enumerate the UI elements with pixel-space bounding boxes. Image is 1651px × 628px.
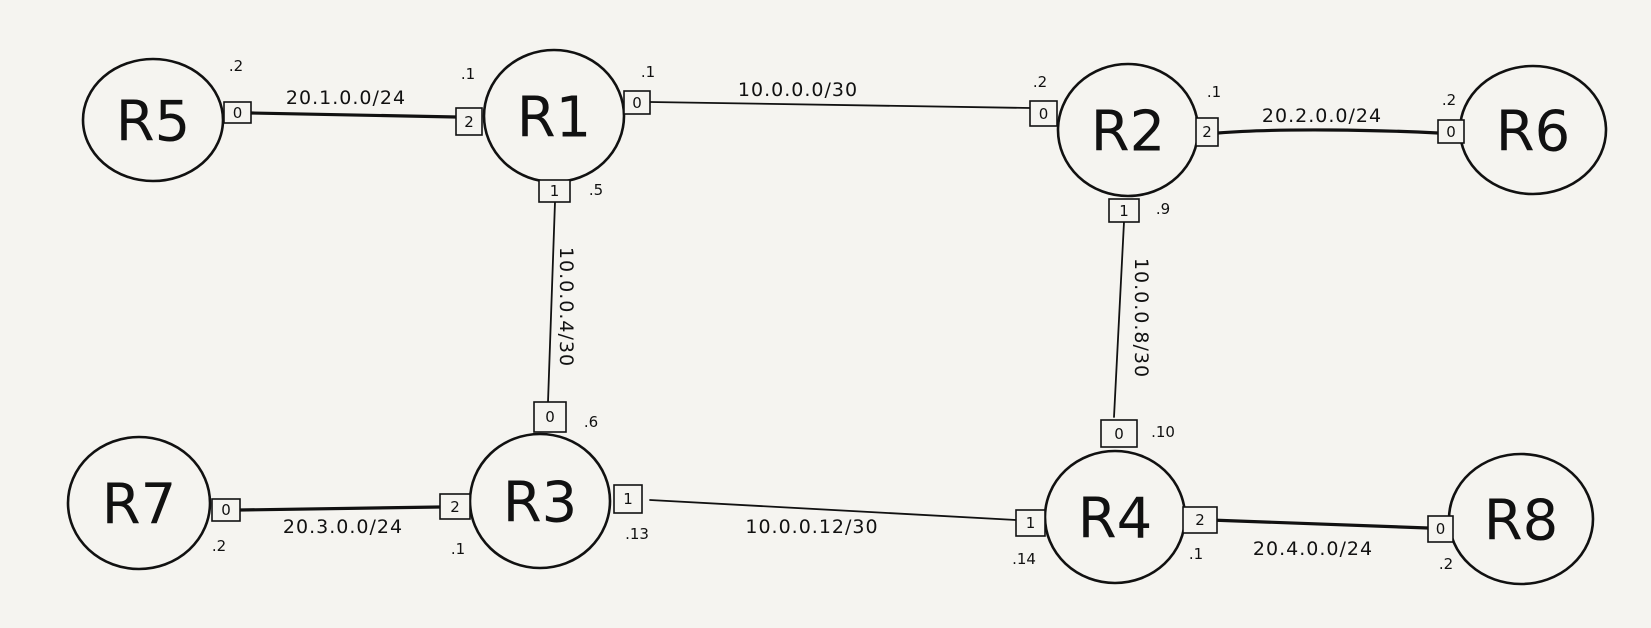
addr-r2-1: .9 xyxy=(1156,200,1170,218)
port-r1-1[interactable]: 1 xyxy=(538,179,571,203)
router-r4[interactable]: R4 xyxy=(1043,449,1187,585)
port-r3-1[interactable]: 1 xyxy=(613,484,643,514)
svg-text:0: 0 xyxy=(1436,520,1446,538)
svg-text:1: 1 xyxy=(550,182,560,200)
router-label: R6 xyxy=(1496,100,1571,165)
router-r5[interactable]: R5 xyxy=(81,57,225,183)
subnet-r3-r4: 10.0.0.12/30 xyxy=(745,516,878,538)
router-label: R4 xyxy=(1078,487,1153,552)
svg-text:2: 2 xyxy=(1195,511,1205,529)
router-r3[interactable]: R3 xyxy=(468,432,612,570)
svg-text:1: 1 xyxy=(1119,202,1129,220)
links xyxy=(238,101,1440,530)
port-r2-0[interactable]: 0 xyxy=(1029,100,1058,127)
addr-r3-1: .13 xyxy=(625,525,649,543)
link-r1-r3 xyxy=(547,201,556,403)
port-r8-0[interactable]: 0 xyxy=(1427,515,1454,543)
addr-r6-0: .2 xyxy=(1442,91,1456,109)
router-label: R7 xyxy=(102,473,177,538)
port-r5-0[interactable]: 0 xyxy=(223,101,252,124)
ports: 0 2 0 1 0 2 1 xyxy=(211,90,1465,543)
addr-r4-2: .1 xyxy=(1189,545,1203,563)
addr-r2-0: .2 xyxy=(1033,73,1047,91)
router-label: R8 xyxy=(1484,489,1559,554)
port-r2-2[interactable]: 2 xyxy=(1195,117,1219,147)
link-r4-r8 xyxy=(1208,518,1430,530)
router-r7-circle xyxy=(66,435,212,571)
svg-text:0: 0 xyxy=(545,408,555,426)
addr-r3-0: .6 xyxy=(584,413,598,431)
svg-text:0: 0 xyxy=(1446,123,1456,141)
subnet-r2-r6: 20.2.0.0/24 xyxy=(1262,105,1382,127)
router-r5-circle xyxy=(81,57,225,183)
link-r5-r1 xyxy=(250,111,458,119)
subnet-r5-r1: 20.1.0.0/24 xyxy=(286,87,406,109)
router-label: R3 xyxy=(503,471,578,536)
addr-r3-2: .1 xyxy=(451,540,465,558)
subnet-r4-r8: 20.4.0.0/24 xyxy=(1253,538,1373,560)
router-r7[interactable]: R7 xyxy=(66,435,212,571)
port-r1-2[interactable]: 2 xyxy=(455,107,483,136)
router-r1[interactable]: R1 xyxy=(482,48,626,184)
link-r7-r3 xyxy=(238,505,442,512)
addr-r7-0: .2 xyxy=(212,537,226,555)
svg-text:0: 0 xyxy=(233,104,243,122)
port-r2-1[interactable]: 1 xyxy=(1108,198,1140,223)
link-r2-r4 xyxy=(1113,221,1125,418)
addr-r4-0: .10 xyxy=(1151,423,1175,441)
port-r4-1[interactable]: 1 xyxy=(1015,509,1046,537)
link-r2-r6 xyxy=(1216,128,1440,135)
link-r1-r2 xyxy=(649,101,1031,109)
router-r6[interactable]: R6 xyxy=(1458,64,1608,196)
addr-r1-0: .1 xyxy=(641,63,655,81)
router-label: R2 xyxy=(1091,100,1166,165)
port-r7-0[interactable]: 0 xyxy=(211,498,241,522)
subnet-labels: 20.1.0.0/24 10.0.0.0/30 20.2.0.0/24 10.0… xyxy=(283,79,1382,560)
port-r3-2[interactable]: 2 xyxy=(439,493,471,520)
port-r4-2[interactable]: 2 xyxy=(1182,506,1218,534)
svg-text:2: 2 xyxy=(464,113,474,131)
router-r8[interactable]: R8 xyxy=(1447,452,1595,586)
addr-r4-1: .14 xyxy=(1012,550,1036,568)
svg-text:0: 0 xyxy=(632,94,642,112)
router-label: R1 xyxy=(517,86,592,151)
addr-r1-2: .1 xyxy=(461,65,475,83)
subnet-r1-r3: 10.0.0.4/30 xyxy=(555,247,577,367)
address-labels: .2 .1 .1 .5 .2 .1 .9 .2 .6 .1 .13 .2 .10… xyxy=(212,57,1456,573)
addr-r1-1: .5 xyxy=(589,181,603,199)
subnet-r2-r4: 10.0.0.8/30 xyxy=(1130,258,1152,378)
link-r3-r4 xyxy=(649,499,1017,521)
svg-text:0: 0 xyxy=(1039,105,1049,123)
subnet-r7-r3: 20.3.0.0/24 xyxy=(283,516,403,538)
svg-text:1: 1 xyxy=(1026,514,1036,532)
svg-text:1: 1 xyxy=(623,490,633,508)
port-r1-0[interactable]: 0 xyxy=(623,90,651,115)
port-r4-0[interactable]: 0 xyxy=(1100,419,1138,448)
router-label: R5 xyxy=(116,90,191,155)
svg-text:0: 0 xyxy=(221,501,231,519)
port-r3-0[interactable]: 0 xyxy=(533,401,567,433)
addr-r2-2: .1 xyxy=(1207,83,1221,101)
svg-text:2: 2 xyxy=(450,498,460,516)
addr-r8-0: .2 xyxy=(1439,555,1453,573)
router-r2[interactable]: R2 xyxy=(1056,62,1200,198)
svg-text:0: 0 xyxy=(1114,425,1124,443)
svg-text:2: 2 xyxy=(1202,123,1212,141)
port-r6-0[interactable]: 0 xyxy=(1437,119,1465,144)
addr-r5-0: .2 xyxy=(229,57,243,75)
subnet-r1-r2: 10.0.0.0/30 xyxy=(738,79,858,101)
